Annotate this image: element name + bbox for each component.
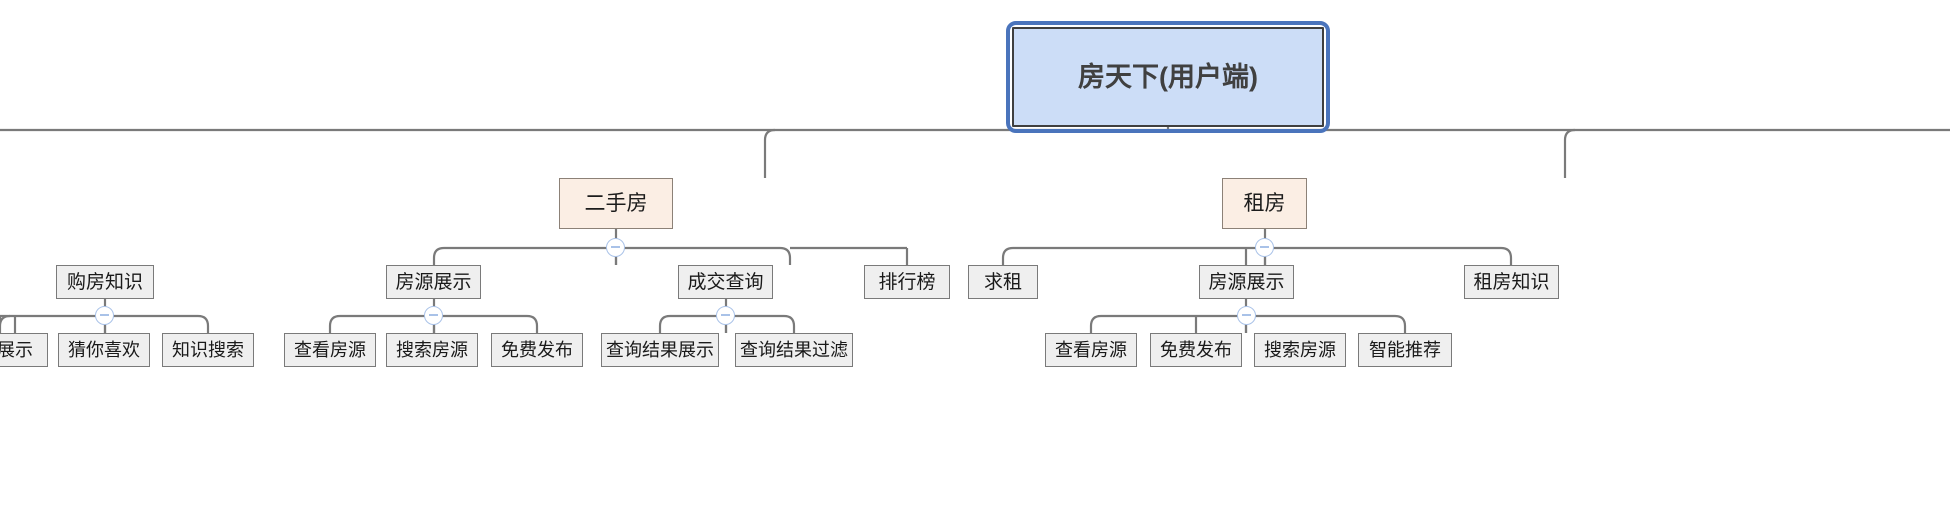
node-chaxun-jieguo-zhanshi[interactable]: 查询结果展示 xyxy=(601,333,719,367)
collapse-toggle-ershoufang[interactable] xyxy=(606,238,625,257)
node-paihangbang[interactable]: 排行榜 xyxy=(864,265,950,299)
collapse-toggle-fangyuan-zhanshi-zf[interactable] xyxy=(1237,306,1256,325)
edge-gfzs-left-corner xyxy=(0,314,11,333)
collapse-toggle-goufang-zhishi[interactable] xyxy=(95,306,114,325)
node-mianfei-fabu-esf[interactable]: 免费发布 xyxy=(491,333,583,367)
edge-spine-to-zufang xyxy=(1563,128,1576,178)
node-fangyuan-zhanshi-esf[interactable]: 房源展示 xyxy=(386,265,481,299)
node-zufang[interactable]: 租房 xyxy=(1222,178,1307,229)
node-sousuo-fangyuan-esf[interactable]: 搜索房源 xyxy=(386,333,478,367)
node-mianfei-fabu-zf[interactable]: 免费发布 xyxy=(1150,333,1242,367)
node-ershoufang[interactable]: 二手房 xyxy=(559,178,673,229)
collapse-toggle-chengjiao-chaxun[interactable] xyxy=(716,306,735,325)
node-zhanshi-clipped[interactable]: 展示 xyxy=(0,333,48,367)
node-goufang-zhishi[interactable]: 购房知识 xyxy=(56,265,154,299)
node-zhishi-sousuo[interactable]: 知识搜索 xyxy=(162,333,254,367)
node-root[interactable]: 房天下(用户端) xyxy=(1012,27,1324,127)
node-qiuzu[interactable]: 求租 xyxy=(968,265,1038,299)
node-zufang-zhishi[interactable]: 租房知识 xyxy=(1464,265,1559,299)
root-selection-outline xyxy=(1006,21,1330,133)
node-chengjiao-chaxun[interactable]: 成交查询 xyxy=(678,265,773,299)
edge-spine-to-ershoufang xyxy=(763,128,776,178)
node-sousuo-fangyuan-zf[interactable]: 搜索房源 xyxy=(1254,333,1346,367)
node-zhineng-tuijian[interactable]: 智能推荐 xyxy=(1358,333,1452,367)
node-chakan-fangyuan-zf[interactable]: 查看房源 xyxy=(1045,333,1137,367)
collapse-toggle-fangyuan-zhanshi-esf[interactable] xyxy=(424,306,443,325)
collapse-toggle-zufang[interactable] xyxy=(1255,238,1274,257)
node-chaxun-jieguo-guolv[interactable]: 查询结果过滤 xyxy=(735,333,853,367)
node-caini-xihuan[interactable]: 猜你喜欢 xyxy=(58,333,150,367)
node-chakan-fangyuan-esf[interactable]: 查看房源 xyxy=(284,333,376,367)
node-fangyuan-zhanshi-zf[interactable]: 房源展示 xyxy=(1199,265,1294,299)
